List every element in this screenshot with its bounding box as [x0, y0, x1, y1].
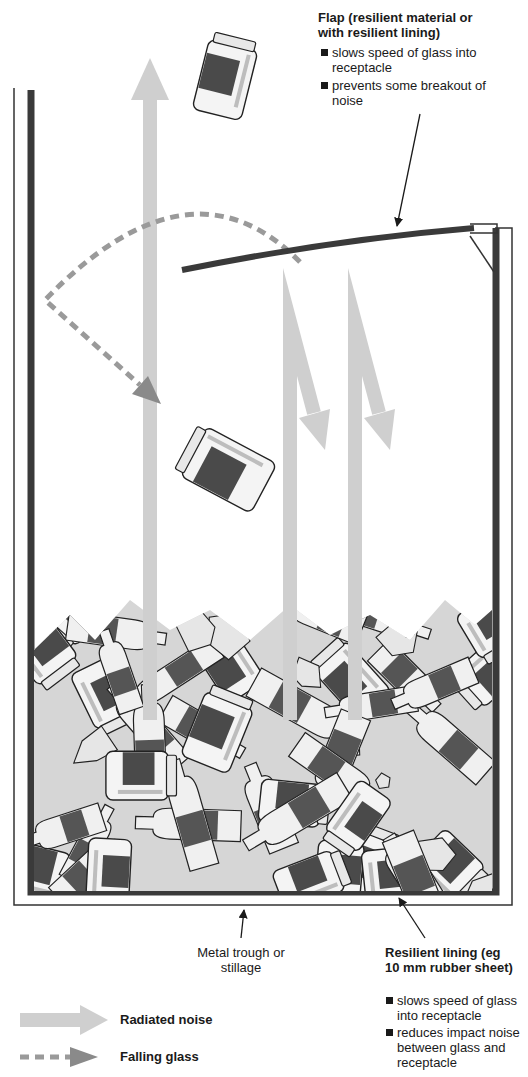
- flap-label: Flap (resilient material or with resilie…: [318, 10, 488, 40]
- resilient-lining: [31, 90, 496, 892]
- leader-line: [399, 898, 425, 938]
- flap-brace: [470, 236, 494, 272]
- falling-glass-path: [45, 214, 300, 385]
- flap-note: prevents some breakout of noise: [320, 78, 498, 108]
- falling-glass-head: [132, 376, 161, 404]
- falling-jar: [192, 31, 260, 121]
- radiated-noise-arrows: [131, 58, 395, 720]
- legend-text: Radiated noise: [120, 1012, 212, 1027]
- glass-pile: [0, 568, 528, 953]
- lining-note: reduces impact noise between glass and r…: [385, 1025, 523, 1070]
- legend-sample-falling: [20, 1047, 98, 1067]
- flap-note: slows speed of glass into receptacle: [320, 45, 498, 75]
- lining-label: Resilient lining (eg 10 mm rubber sheet): [385, 945, 515, 975]
- trough-label: Metal trough or stillage: [186, 945, 296, 975]
- flap: [182, 228, 474, 270]
- metal-trough: [14, 88, 512, 905]
- lining-note: slows speed of glass into receptacle: [385, 993, 523, 1023]
- hinge-bracket: [470, 224, 497, 233]
- leader-line: [397, 114, 420, 226]
- legend-sample-radiated: [20, 1005, 108, 1035]
- legend-text: Falling glass: [120, 1049, 199, 1064]
- leader-line: [241, 910, 244, 938]
- falling-jar: [173, 423, 277, 514]
